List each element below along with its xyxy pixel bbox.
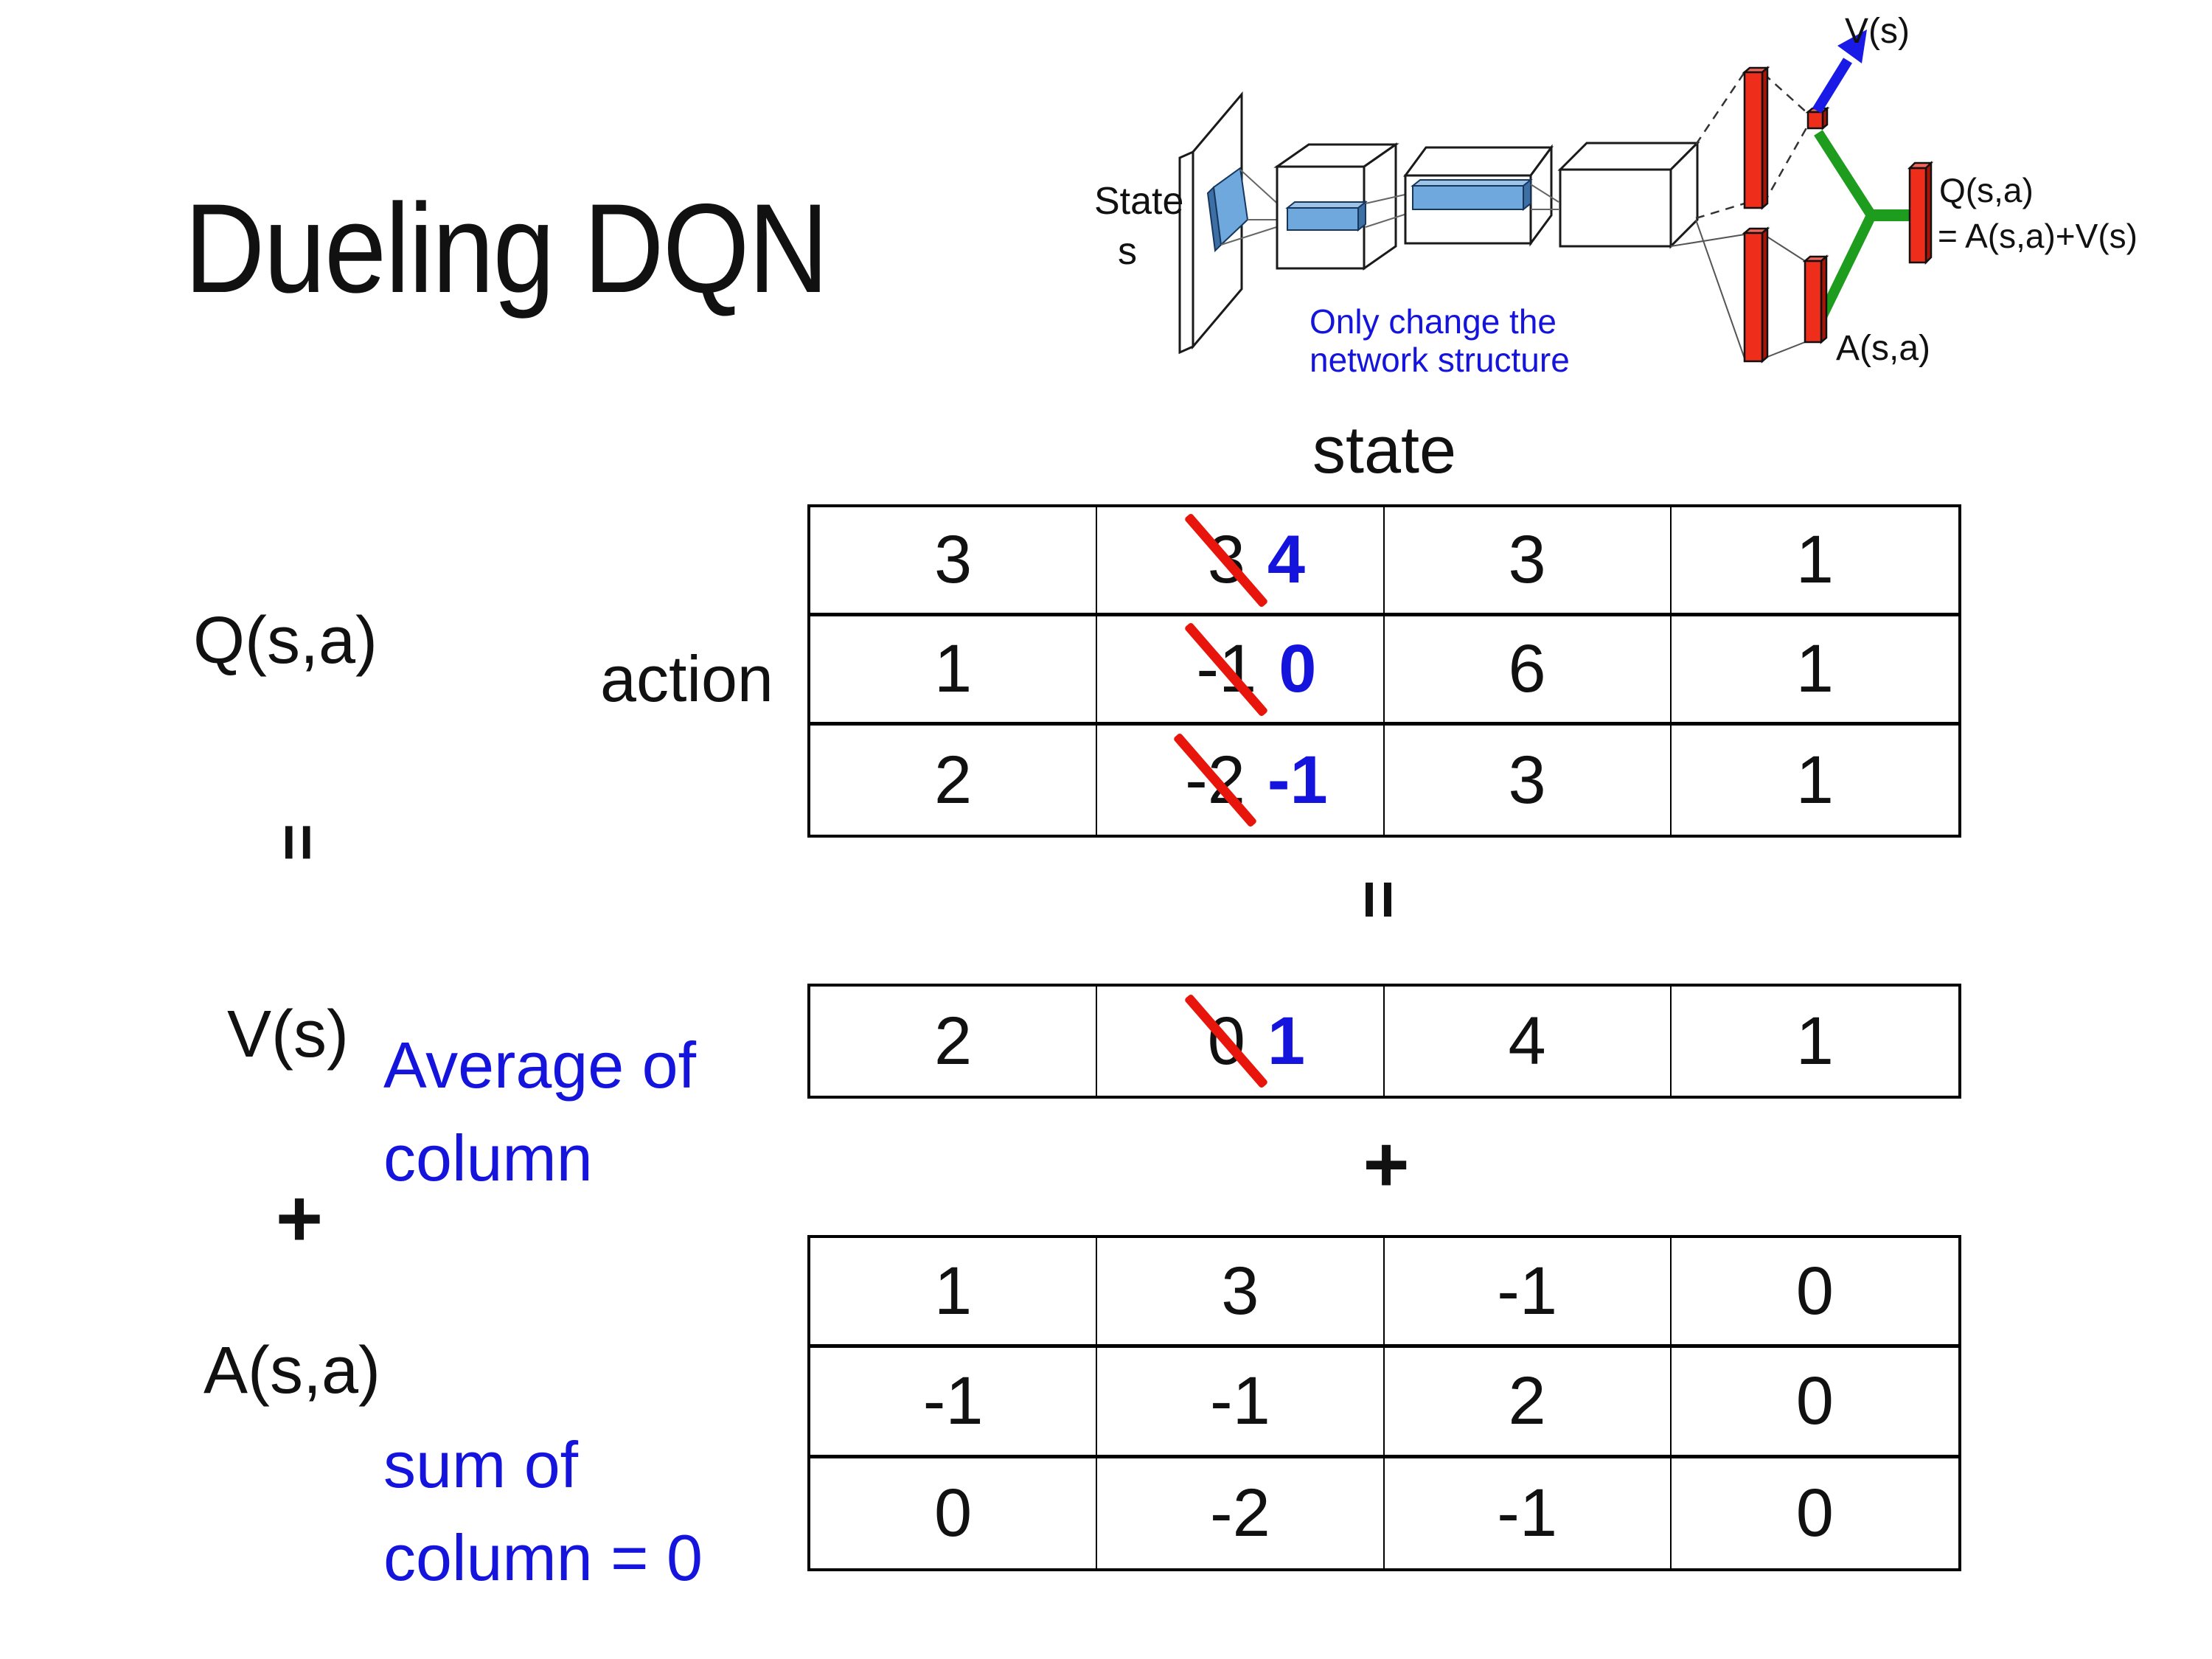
diagram-a-label: A(s,a) — [1836, 329, 1930, 368]
old-value-wrap: 0 — [1183, 993, 1269, 1089]
advantage-vector — [1804, 260, 1823, 344]
q-cell: 2 — [810, 726, 1098, 835]
new-number: 4 — [1267, 522, 1306, 597]
diagram-v-label: V(s) — [1845, 12, 1910, 51]
sum-note-line2: column = 0 — [383, 1520, 703, 1594]
diagram-state-label: State — [1094, 180, 1183, 223]
q-cell-corrected: -2 -1 — [1097, 726, 1385, 835]
corrected-value: -1 0 — [1183, 621, 1317, 717]
feature-bar-1 — [1287, 207, 1359, 231]
new-number: 0 — [1279, 631, 1317, 706]
connector-line — [1695, 219, 1745, 359]
connector-line — [1365, 212, 1412, 228]
connector-line — [1365, 192, 1412, 204]
q-output-bar — [1908, 167, 1927, 264]
q-cell: 1 — [1671, 507, 1958, 616]
old-value-wrap: -1 — [1183, 621, 1269, 717]
a-cell: -1 — [810, 1348, 1098, 1458]
dashed-connector — [1763, 73, 1809, 114]
dashed-connector — [1695, 202, 1745, 220]
q-cell: 1 — [1671, 616, 1958, 726]
advantage-stream-bar — [1743, 232, 1764, 363]
dashed-connector — [1694, 72, 1746, 145]
diagram-state-s-label: s — [1118, 230, 1137, 273]
value-stream-bar — [1743, 71, 1764, 209]
conv-box-1-side — [1363, 142, 1397, 271]
diagram-note-line2: network structure — [1310, 341, 1570, 379]
average-note: Average of column — [383, 1019, 696, 1205]
a-cell: -1 — [1385, 1458, 1672, 1568]
q-term-label: Q(s,a) — [193, 604, 378, 678]
connector-line — [1763, 234, 1806, 262]
a-cell: 0 — [1671, 1238, 1958, 1349]
v-term-label: V(s) — [227, 998, 349, 1071]
equals-left: = — [262, 823, 335, 862]
dashed-connector — [1762, 125, 1809, 204]
connector-line — [1763, 341, 1806, 359]
plus-left: + — [275, 1172, 324, 1264]
a-cell: 2 — [1384, 1348, 1672, 1458]
connector-line — [1530, 184, 1559, 203]
a-cell: 3 — [1097, 1238, 1385, 1349]
fc-box — [1559, 168, 1672, 248]
feature-bar-1-side — [1357, 200, 1366, 232]
feature-bar-1-top — [1285, 201, 1368, 209]
corrected-value: 0 1 — [1183, 993, 1306, 1089]
corrected-value: 3 4 — [1183, 512, 1306, 608]
a-cell: 0 — [810, 1458, 1098, 1568]
a-cell: 0 — [1795, 1475, 1834, 1551]
v-table: 2 0 1 4 1 — [807, 984, 1961, 1099]
new-number: -1 — [1267, 742, 1328, 818]
old-value-wrap: 3 — [1183, 512, 1269, 608]
merge-link-a — [1815, 212, 1877, 324]
diagram-q-label-line1: Q(s,a) — [1939, 171, 2034, 209]
conv-box-2-top — [1403, 146, 1554, 177]
q-cell: 3 — [1385, 726, 1672, 835]
q-cell: 6 — [1384, 616, 1672, 726]
average-note-line2: column — [383, 1121, 593, 1194]
v-cell: 4 — [1385, 987, 1672, 1096]
a-cell: -1 — [1384, 1238, 1672, 1349]
equals-center: = — [1341, 880, 1417, 919]
slide-title: Dueling DQN — [184, 178, 829, 319]
state-header: state — [1312, 414, 1457, 487]
q-table: 3 3 4 3 1 1 -1 0 6 1 2 — [807, 504, 1961, 838]
connector-line — [1670, 234, 1745, 247]
a-cell: -1 — [1097, 1348, 1385, 1458]
hidden-layer-bars — [1742, 66, 1934, 364]
q-cell-corrected: 3 4 — [1097, 507, 1385, 616]
a-cell: 0 — [1671, 1348, 1958, 1458]
v-cell-corrected: 0 1 — [1097, 987, 1385, 1096]
a-table: 1 3 -1 0 -1 -1 2 0 0 -2 -1 0 — [807, 1235, 1961, 1571]
q-cell: 1 — [1795, 742, 1834, 818]
network-diagram: State s V(s) Q(s,a) = A(s,a)+V(s) A(s,a)… — [1094, 12, 2138, 379]
old-value-wrap: -2 — [1172, 732, 1258, 828]
diagram-note-line1: Only change the — [1310, 302, 1557, 341]
v-cell: 1 — [1795, 1003, 1834, 1079]
v-cell: 2 — [810, 987, 1098, 1096]
q-cell: 3 — [810, 507, 1098, 616]
q-cell-corrected: -1 0 — [1097, 616, 1385, 726]
value-scalar — [1806, 111, 1824, 130]
a-term-label: A(s,a) — [204, 1334, 381, 1408]
a-cell: 1 — [810, 1238, 1098, 1349]
plus-center: + — [1363, 1119, 1410, 1208]
v-arrow-shaft — [1812, 58, 1852, 114]
feature-bar-2-side — [1523, 178, 1531, 212]
diagram-q-label-line2: = A(s,a)+V(s) — [1938, 217, 2138, 255]
average-note-line1: Average of — [383, 1029, 697, 1102]
feature-bar-2-top — [1411, 179, 1533, 187]
sum-note: sum of column = 0 — [383, 1419, 703, 1604]
a-cell: -2 — [1097, 1458, 1385, 1568]
q-cell: 1 — [810, 616, 1098, 726]
corrected-value: -2 -1 — [1172, 732, 1328, 828]
merge-link-v — [1814, 130, 1876, 218]
q-cell: 3 — [1384, 507, 1672, 616]
sum-note-line1: sum of — [383, 1428, 579, 1501]
new-number: 1 — [1267, 1003, 1306, 1079]
action-label: action — [600, 642, 773, 715]
feature-bar-2 — [1412, 185, 1524, 210]
v-arrow-head — [1837, 29, 1867, 63]
